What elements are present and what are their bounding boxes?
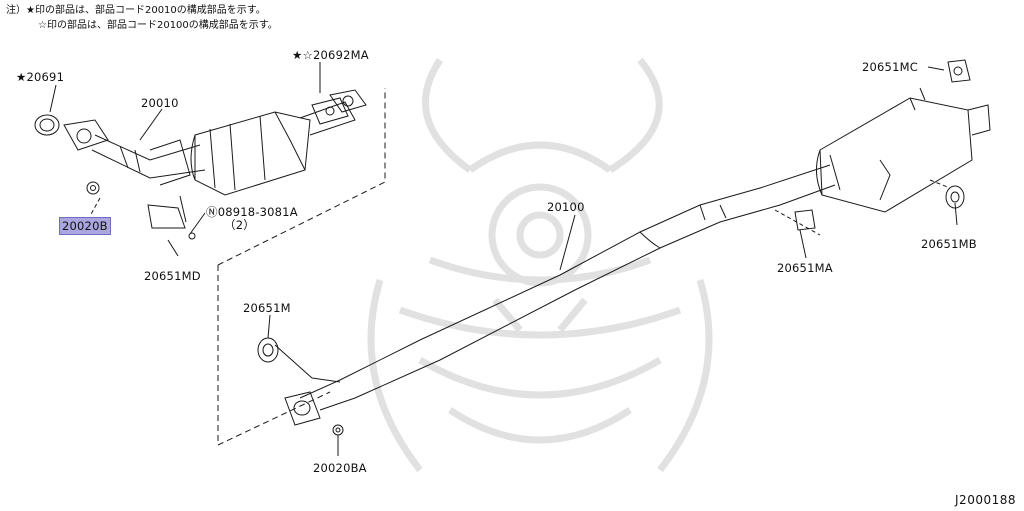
label-20692MA[interactable]: ★☆20692MA (292, 48, 369, 62)
nut-20020B (86, 181, 100, 195)
bracket-20651MD (147, 195, 196, 240)
label-08918-quantity: （2） (224, 218, 255, 232)
gasket-20692MA (311, 89, 367, 125)
watermark-emblem (367, 57, 713, 473)
mount-20651MA (794, 209, 816, 231)
note-line-2: ☆印の部品は、部品コード20100の構成部品を示す。 (38, 20, 278, 31)
gasket-20691 (34, 114, 60, 136)
catalyst-assembly-20010 (63, 101, 356, 196)
label-20691[interactable]: ★20691 (16, 70, 65, 84)
diagram-id: J2000188 (955, 493, 1016, 507)
note-line-1: 注）★印の部品は、部品コード20010の構成部品を示す。 (6, 5, 266, 16)
label-20020B-highlighted[interactable]: 20020B (59, 217, 111, 235)
leader-lines (49, 62, 958, 456)
muffler (816, 87, 991, 213)
label-08918-3081A[interactable]: Ⓝ08918-3081A (206, 205, 298, 219)
assembly-boundary (217, 88, 386, 446)
mount-20651MC (947, 59, 971, 83)
label-20651MD[interactable]: 20651MD (144, 269, 201, 283)
label-20010[interactable]: 20010 (141, 96, 179, 110)
center-pipe-flange (284, 391, 321, 426)
label-20020BA[interactable]: 20020BA (313, 461, 367, 475)
label-20651MB[interactable]: 20651MB (921, 237, 977, 251)
mount-20651MB (945, 185, 965, 209)
label-20651MC[interactable]: 20651MC (862, 60, 918, 74)
nut-20020BA (332, 424, 344, 436)
mount-20651M (257, 337, 341, 383)
center-pipe-20100 (299, 164, 836, 411)
label-20100[interactable]: 20100 (547, 200, 585, 214)
label-20651MA[interactable]: 20651MA (777, 261, 833, 275)
label-20651M[interactable]: 20651M (243, 301, 291, 315)
